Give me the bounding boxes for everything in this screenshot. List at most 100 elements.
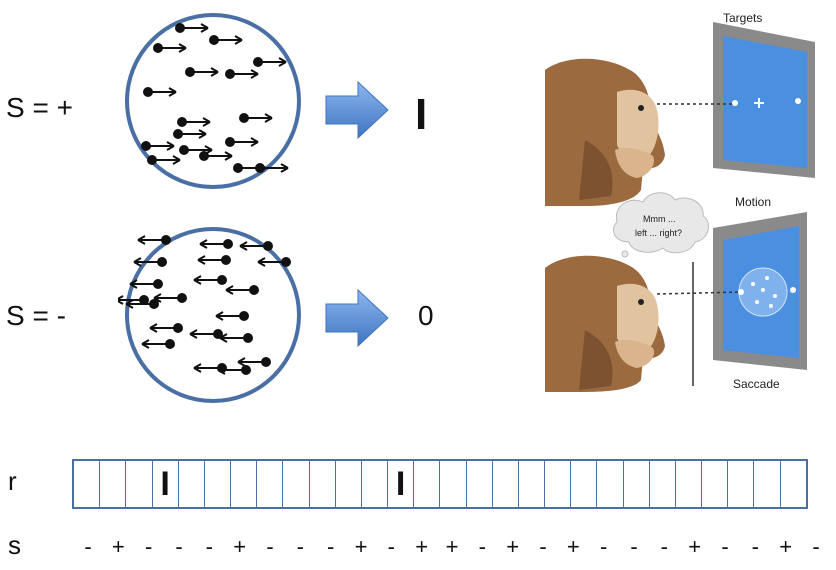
sign-minus: - [144,534,153,559]
right-dot-arrow [179,145,213,155]
response-cell [702,461,729,507]
monkey-top [545,58,665,206]
response-cell [519,461,546,507]
sign-minus: - [296,534,304,559]
response-cell [283,461,310,507]
response-cell [231,461,258,507]
stimulus-sign-row: -+---+---+-++-+-+---+--+- [74,534,819,564]
response-cell [205,461,232,507]
stimulus-minus-label: S = - [6,300,66,331]
monitor-top [657,22,815,178]
sign-minus: - [660,534,668,559]
thought-cloud: Mmm ... left ... right? [613,192,710,258]
response-cell: I [153,461,179,507]
output-spike: I [415,90,428,139]
sign-plus: + [415,534,429,559]
left-dot-arrow [141,339,175,349]
left-dot-arrow [219,333,253,343]
left-dot-arrow [118,295,149,305]
left-dot-arrow [133,257,167,267]
response-cell [493,461,519,507]
response-cell [126,461,153,507]
left-dot-arrow [153,293,187,303]
sign-plus: + [445,534,459,559]
left-dot-arrow [257,257,291,267]
response-cell [336,461,362,507]
sign-minus: - [751,534,759,559]
right-dot-arrow [225,137,259,147]
response-cell [728,461,755,507]
left-dot-arrow [197,255,231,265]
response-cell [624,461,650,507]
right-arrow-plus [325,80,389,140]
right-dot-arrow [239,113,273,123]
sign-plus: + [233,534,247,559]
response-cell [310,461,336,507]
stimulus-row-label: s [8,530,21,560]
sign-minus: - [84,534,92,559]
sign-minus: - [478,534,486,559]
left-dot-arrow [199,239,233,249]
monkey-bottom [545,255,665,392]
response-cell [179,461,205,507]
targets-label: Targets [723,11,762,25]
response-cell [754,461,781,507]
response-cell [257,461,284,507]
left-dot-arrow [149,323,183,333]
sign-plus: + [688,534,702,559]
response-cell [597,461,624,507]
leftward-dots-circle [118,227,301,403]
thought-line-2: left ... right? [635,228,682,238]
response-cell [781,461,806,507]
sign-minus: - [387,534,395,559]
left-dot-arrow [225,285,259,295]
response-cell [650,461,676,507]
left-dot-arrow [237,357,271,367]
response-row-label: r [8,466,17,496]
right-dot-arrow [225,69,259,79]
output-zero: 0 [418,300,434,331]
sign-plus: + [779,534,793,559]
response-cell [74,461,101,507]
saccade-label: Saccade [733,377,780,391]
right-dot-arrow [253,57,287,67]
left-dot-arrow [217,365,251,375]
sign-plus: + [506,534,520,559]
right-dot-arrow [141,141,175,151]
sign-minus: - [205,534,213,559]
stimulus-plus-label: S = + [6,92,73,123]
response-cell [414,461,441,507]
right-dot-arrow [143,87,177,97]
left-dot-arrow [189,329,223,339]
monitor-bottom [656,212,807,370]
response-cell [362,461,389,507]
left-dot-arrow [215,311,249,321]
leftward-dot-arrows [118,235,291,375]
right-dot-arrow [147,155,181,165]
sign-minus: - [599,534,608,559]
response-cell [440,461,467,507]
right-dot-arrow [153,43,187,53]
response-cell [467,461,493,507]
right-dot-arrow [177,117,211,127]
left-dot-arrow [137,235,171,245]
response-cell: I [388,461,415,507]
thought-line-1: Mmm ... [643,214,676,224]
left-dot-arrow [239,241,273,251]
right-dot-arrow [185,67,219,77]
left-dot-arrow [129,279,163,289]
sign-plus: + [111,534,125,559]
rightward-dot-arrows [141,23,289,173]
response-cell [100,461,127,507]
response-cell [571,461,598,507]
right-arrow-minus [325,288,389,348]
right-dot-arrow [173,129,207,139]
sign-minus: - [175,534,183,559]
sign-plus: + [354,534,368,559]
response-cell [545,461,572,507]
sign-minus: - [812,534,820,559]
left-dot-arrow [125,299,159,309]
rightward-dots-circle [125,13,301,189]
sign-minus: - [721,534,729,559]
